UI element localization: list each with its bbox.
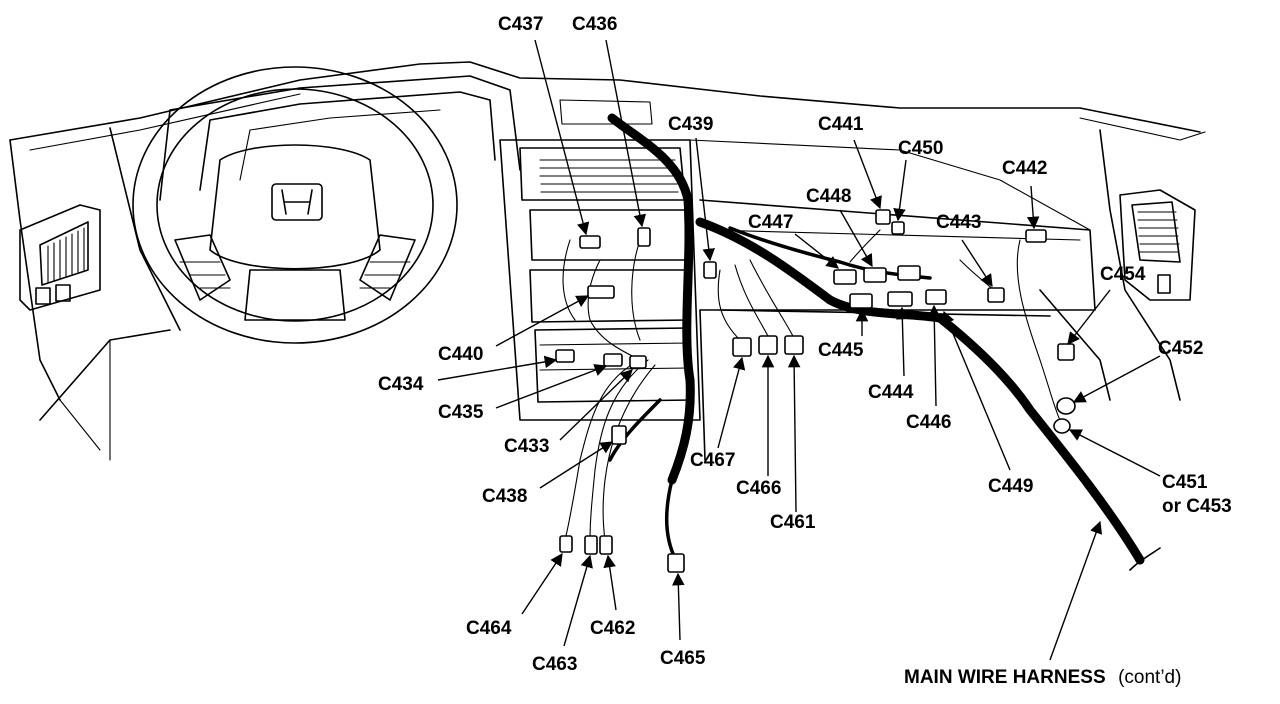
right-air-vent bbox=[1119, 189, 1196, 301]
caption-suffix: (cont’d) bbox=[1118, 667, 1181, 688]
connector-c451 bbox=[1053, 418, 1071, 434]
connectors bbox=[555, 209, 1076, 573]
connector-c447 bbox=[833, 269, 857, 285]
connector-c448 bbox=[863, 267, 887, 283]
label-c462: C462 bbox=[590, 618, 635, 639]
connector-c438 bbox=[611, 425, 627, 445]
label-c438: C438 bbox=[482, 486, 527, 507]
label-c465: C465 bbox=[660, 648, 706, 669]
label-c440: C440 bbox=[438, 344, 483, 365]
connector-c436 bbox=[637, 227, 651, 247]
label-c433: C433 bbox=[504, 436, 549, 457]
connector-c439 bbox=[703, 261, 717, 279]
label-c452: C452 bbox=[1158, 338, 1203, 359]
honda-logo-icon bbox=[271, 183, 323, 221]
connector-c467 bbox=[732, 337, 752, 357]
label-c441: C441 bbox=[818, 114, 864, 135]
diagram-caption: MAIN WIRE HARNESS (cont’d) bbox=[904, 667, 1181, 688]
left-air-vent bbox=[19, 204, 101, 311]
label-c436: C436 bbox=[572, 14, 617, 35]
connector-c433 bbox=[629, 355, 647, 369]
label-c447: C447 bbox=[748, 212, 793, 233]
label-c448: C448 bbox=[806, 186, 851, 207]
connector-c466 bbox=[758, 335, 778, 355]
connector-labels: C437 C436 C439 C441 C450 C442 C448 C447 … bbox=[378, 14, 1232, 675]
label-c434: C434 bbox=[378, 374, 424, 395]
connector-c452 bbox=[1056, 397, 1076, 415]
label-c444: C444 bbox=[868, 382, 914, 403]
label-c463: C463 bbox=[532, 654, 577, 675]
connector-c454 bbox=[1057, 343, 1075, 361]
label-c466: C466 bbox=[736, 478, 781, 499]
label-c467: C467 bbox=[690, 450, 735, 471]
connector-c446 bbox=[925, 289, 947, 305]
connector-c465 bbox=[667, 553, 685, 573]
connector-c435 bbox=[603, 353, 623, 367]
connector-c444 bbox=[887, 291, 913, 307]
label-c435: C435 bbox=[438, 402, 484, 423]
label-c451: C451 bbox=[1162, 472, 1208, 493]
connector-c442 bbox=[1025, 229, 1047, 243]
caption-main: MAIN WIRE HARNESS bbox=[904, 667, 1106, 688]
label-c439: C439 bbox=[668, 114, 713, 135]
steering-wheel-icon bbox=[132, 66, 458, 344]
label-c445: C445 bbox=[818, 340, 864, 361]
connector-c445 bbox=[849, 293, 873, 309]
connector-c443 bbox=[987, 287, 1005, 303]
label-c446: C446 bbox=[906, 412, 951, 433]
label-c461: C461 bbox=[770, 512, 816, 533]
wire-harness-icon bbox=[562, 113, 1161, 571]
label-c464: C464 bbox=[466, 618, 512, 639]
connector-c437 bbox=[579, 235, 601, 249]
label-c454: C454 bbox=[1100, 264, 1146, 285]
label-c449: C449 bbox=[988, 476, 1033, 497]
label-c453: or C453 bbox=[1162, 496, 1232, 517]
connector-c441 bbox=[875, 209, 891, 225]
label-c437: C437 bbox=[498, 14, 543, 35]
label-c443: C443 bbox=[936, 212, 981, 233]
connector-c461 bbox=[784, 335, 804, 355]
label-c442: C442 bbox=[1002, 158, 1047, 179]
connector-c434 bbox=[555, 349, 575, 363]
connector-c464 bbox=[559, 535, 573, 553]
connector-c450 bbox=[891, 221, 905, 235]
connector-c462 bbox=[599, 535, 613, 555]
connector-c440 bbox=[587, 285, 615, 299]
connector-c448b bbox=[897, 265, 921, 281]
center-vent bbox=[539, 159, 679, 193]
connector-c463 bbox=[584, 535, 598, 555]
leader-lines bbox=[437, 39, 1161, 661]
label-c450: C450 bbox=[898, 138, 943, 159]
